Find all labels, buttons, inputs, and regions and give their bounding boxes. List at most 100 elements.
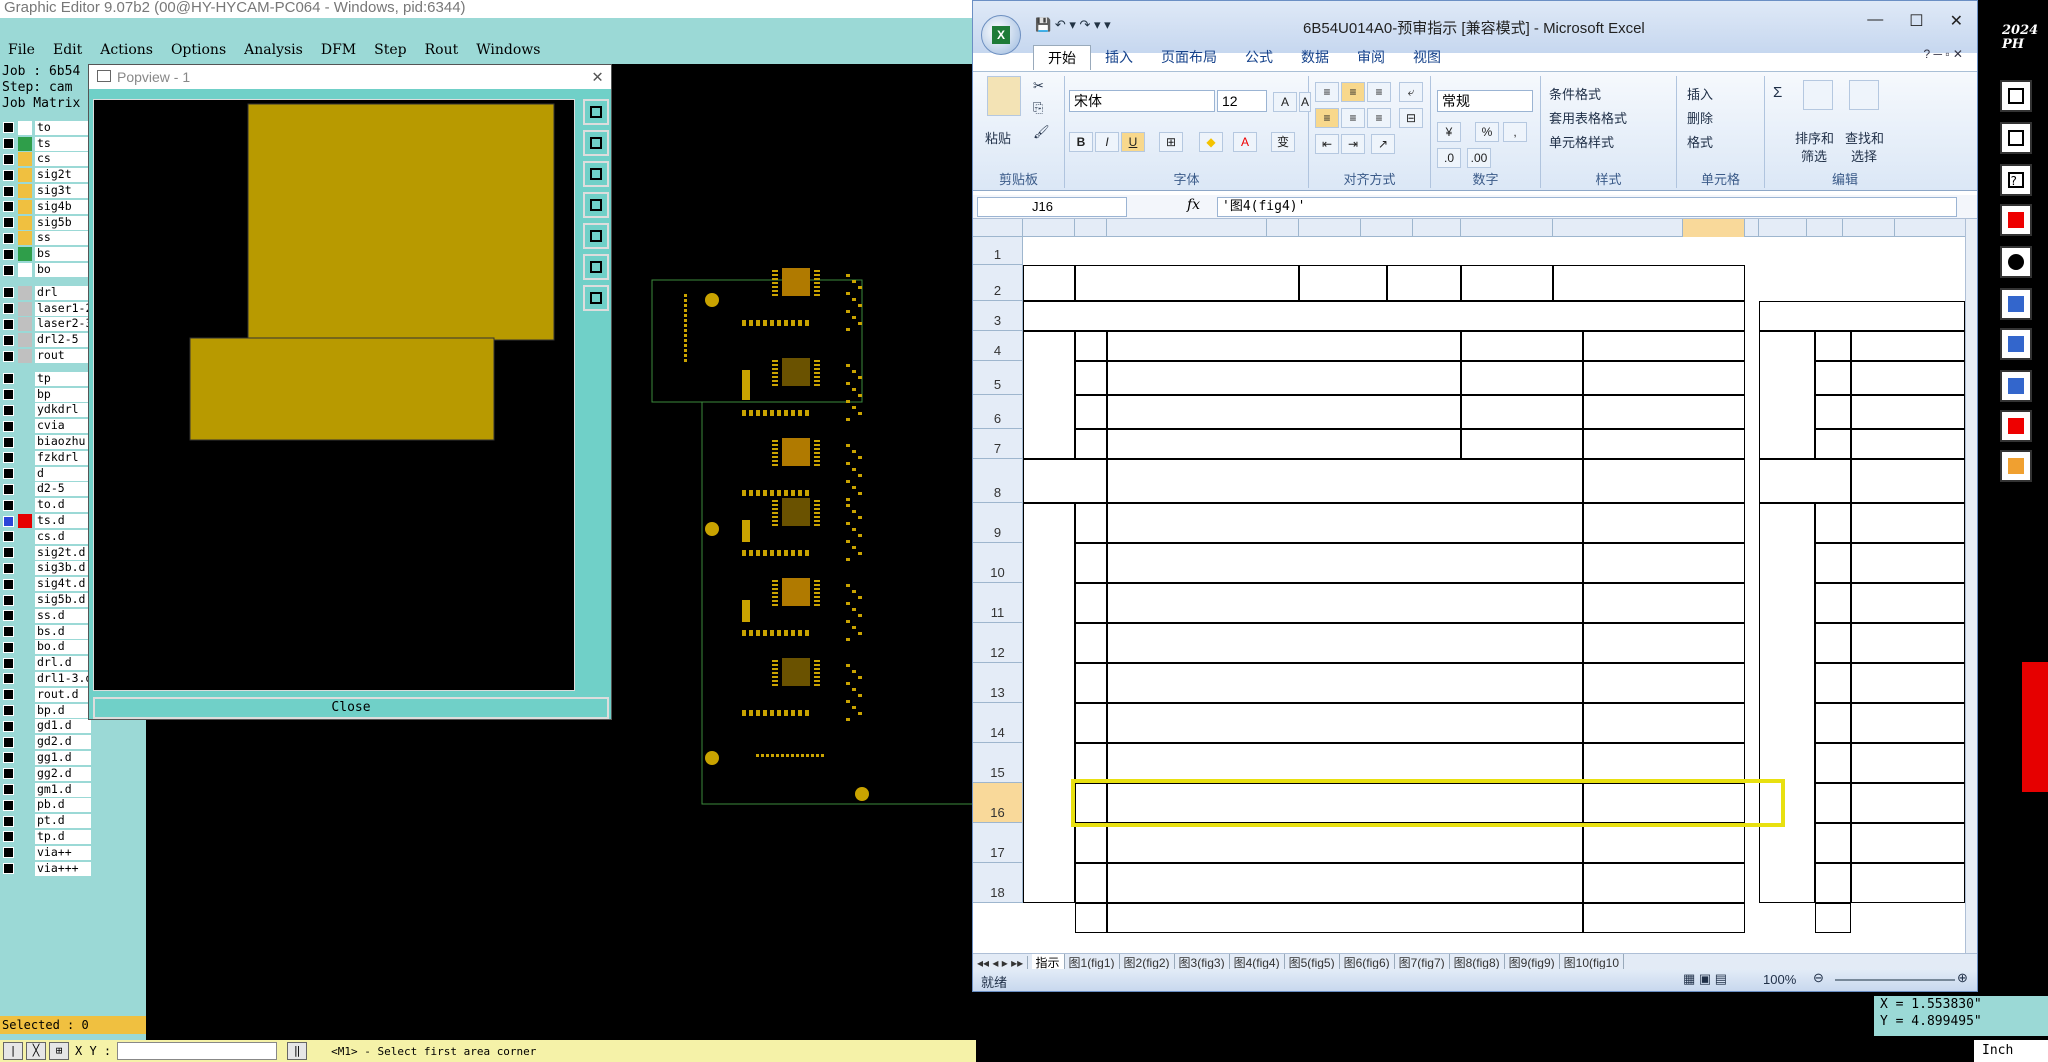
layer-row-ss.d[interactable]: ss.d: [0, 608, 92, 624]
reviewer[interactable]: [1553, 265, 1745, 301]
layer-row-gm1.d[interactable]: gm1.d: [0, 782, 92, 798]
layer-checkbox[interactable]: [3, 863, 14, 875]
bold-button[interactable]: B: [1069, 132, 1093, 152]
tool-button-2[interactable]: [2000, 122, 2032, 154]
layer-checkbox[interactable]: [3, 138, 14, 150]
row-header-16[interactable]: 16: [973, 783, 1023, 823]
right-cam-content[interactable]: [1851, 543, 1965, 583]
layer-color-swatch[interactable]: [18, 136, 32, 151]
layer-row-sig5b.d[interactable]: sig5b.d: [0, 592, 92, 608]
pending-issue[interactable]: [1107, 429, 1461, 459]
layer-checkbox[interactable]: [3, 373, 14, 385]
column-header-I[interactable]: [1553, 219, 1683, 237]
right-pending-issue[interactable]: [1851, 361, 1965, 395]
right-cam-seq[interactable]: [1815, 903, 1851, 933]
layer-row-tp[interactable]: tp: [0, 371, 92, 387]
cut-icon[interactable]: ✂: [1033, 78, 1044, 93]
column-header-K[interactable]: [1745, 219, 1759, 237]
record-icon[interactable]: [2000, 246, 2032, 278]
layer-color-swatch[interactable]: [18, 829, 32, 844]
layer-row-ts.d[interactable]: ts.d: [0, 513, 92, 529]
menu-edit[interactable]: Edit: [52, 42, 83, 58]
pan-left-button[interactable]: [583, 192, 609, 218]
right-cam-content[interactable]: [1851, 503, 1965, 543]
layer-color-swatch[interactable]: [18, 333, 32, 348]
column-header-N[interactable]: [1843, 219, 1895, 237]
menu-step[interactable]: Step: [374, 42, 407, 58]
merge-button[interactable]: ⊟: [1399, 108, 1423, 128]
center-button[interactable]: [583, 285, 609, 311]
layer-color-swatch[interactable]: [18, 466, 32, 481]
unit-label[interactable]: Inch: [1974, 1040, 2048, 1062]
menu-dfm[interactable]: DFM: [320, 42, 357, 58]
pending-attach[interactable]: [1583, 361, 1745, 395]
layer-row-bp.d[interactable]: bp.d: [0, 703, 92, 719]
cam-seq[interactable]: [1075, 863, 1107, 903]
process-attach[interactable]: [1583, 459, 1745, 503]
cross-mode-button[interactable]: ╳: [26, 1042, 46, 1060]
layer-row-cs.d[interactable]: cs.d: [0, 529, 92, 545]
increase-indent-button[interactable]: ⇥: [1341, 134, 1365, 154]
tool-button-8[interactable]: [2000, 370, 2032, 402]
layer-row-sig4t.d[interactable]: sig4t.d: [0, 576, 92, 592]
cam-instruction[interactable]: [1107, 863, 1583, 903]
layer-row-via+++[interactable]: via+++: [0, 861, 92, 877]
conditional-format-button[interactable]: 条件格式: [1549, 87, 1602, 102]
pause-button[interactable]: ‖: [287, 1042, 308, 1060]
font-size-select[interactable]: 12: [1217, 90, 1267, 112]
right-cam-seq[interactable]: [1815, 583, 1851, 623]
layer-row-ss[interactable]: ss: [0, 231, 92, 247]
layer-checkbox[interactable]: [3, 248, 14, 260]
tool-button-6[interactable]: [2000, 288, 2032, 320]
row-header-15[interactable]: 15: [973, 743, 1023, 783]
layer-row-sig5b[interactable]: sig5b: [0, 215, 92, 231]
right-cam-content[interactable]: [1851, 583, 1965, 623]
layer-checkbox[interactable]: [3, 318, 14, 330]
align-left-button[interactable]: ≡: [1315, 108, 1339, 128]
layer-color-swatch[interactable]: [18, 814, 32, 829]
right-process-label[interactable]: [1759, 459, 1851, 503]
right-pending-seq[interactable]: [1815, 429, 1851, 459]
layer-color-swatch[interactable]: [18, 671, 32, 686]
cam-instruction[interactable]: [1107, 663, 1583, 703]
menu-options[interactable]: Options: [170, 42, 227, 58]
layer-checkbox[interactable]: [3, 350, 14, 362]
menu-actions[interactable]: Actions: [100, 42, 153, 58]
right-cam-seq[interactable]: [1815, 543, 1851, 583]
right-pending-issue[interactable]: [1851, 395, 1965, 429]
right-cam-label[interactable]: [1759, 503, 1815, 903]
right-cam-content[interactable]: [1851, 783, 1965, 823]
layer-color-swatch[interactable]: [18, 285, 32, 300]
pending-label[interactable]: [1023, 331, 1075, 459]
layer-checkbox[interactable]: [3, 673, 14, 685]
cam-instruction[interactable]: [1107, 583, 1583, 623]
pan-right-button[interactable]: [583, 223, 609, 249]
layer-checkbox[interactable]: [3, 122, 14, 134]
column-header-B[interactable]: [1075, 219, 1107, 237]
decrease-indent-button[interactable]: ⇤: [1315, 134, 1339, 154]
percent-button[interactable]: %: [1475, 122, 1499, 142]
layer-row-drl.d[interactable]: drl.d: [0, 655, 92, 671]
layer-row-gd2.d[interactable]: gd2.d: [0, 734, 92, 750]
layer-row-bp[interactable]: bp: [0, 387, 92, 403]
layer-color-swatch[interactable]: [18, 577, 32, 592]
cam-attachment-link[interactable]: [1583, 783, 1745, 823]
layer-color-swatch[interactable]: [18, 719, 32, 734]
currency-button[interactable]: ¥: [1437, 122, 1461, 142]
right-cam-seq[interactable]: [1815, 863, 1851, 903]
pending-attach[interactable]: [1583, 395, 1745, 429]
find-select-button[interactable]: 查找和: [1845, 131, 1885, 146]
expand-button[interactable]: [583, 254, 609, 280]
review-date-label[interactable]: [1299, 265, 1387, 301]
layer-checkbox[interactable]: [3, 452, 14, 464]
number-format-select[interactable]: 常规: [1437, 90, 1533, 112]
layer-color-swatch[interactable]: [18, 184, 32, 199]
sheet-tab-10[interactable]: 图10(fig10: [1560, 954, 1625, 969]
layer-checkbox[interactable]: [3, 264, 14, 276]
cam-seq[interactable]: [1075, 543, 1107, 583]
row-header-3[interactable]: 3: [973, 301, 1023, 331]
layer-checkbox[interactable]: [3, 847, 14, 859]
layer-row-gd1.d[interactable]: gd1.d: [0, 718, 92, 734]
ribbon-tab-0[interactable]: 开始: [1033, 45, 1091, 70]
